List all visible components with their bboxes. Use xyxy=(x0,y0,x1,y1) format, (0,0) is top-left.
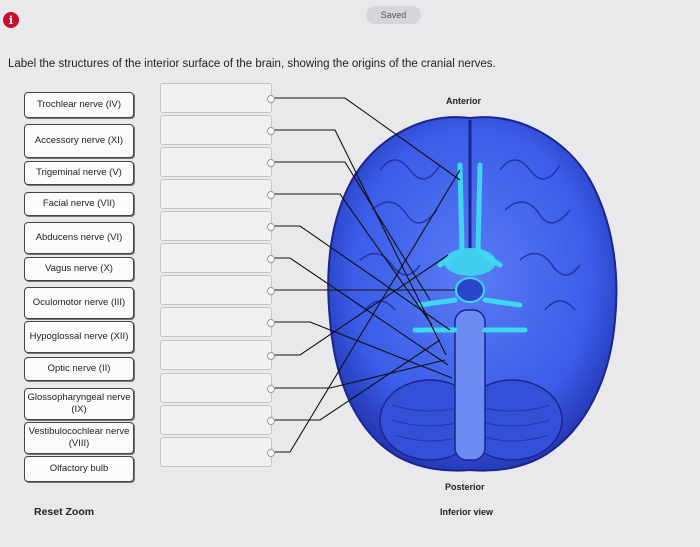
label-chip[interactable]: Hypoglossal nerve (XII) xyxy=(24,321,134,353)
drop-target[interactable] xyxy=(160,373,275,403)
label-chip[interactable]: Oculomotor nerve (III) xyxy=(24,287,134,319)
info-icon[interactable]: i xyxy=(3,12,19,28)
drop-target[interactable] xyxy=(160,307,275,337)
connector-dot xyxy=(267,287,275,295)
label-chip[interactable]: Abducens nerve (VI) xyxy=(24,222,134,254)
connector-dot xyxy=(267,159,275,167)
saved-status-badge: Saved xyxy=(366,6,421,24)
view-label: Inferior view xyxy=(440,507,494,517)
label-chip[interactable]: Trochlear nerve (IV) xyxy=(24,92,134,118)
connector-dot xyxy=(267,352,275,360)
label-chip[interactable]: Facial nerve (VII) xyxy=(24,192,134,216)
connector-dot xyxy=(267,223,275,231)
label-chip[interactable]: Vestibulocochlear nerve (VIII) xyxy=(24,422,134,454)
connector-dot xyxy=(267,319,275,327)
anterior-label: Anterior xyxy=(446,96,482,106)
label-chip[interactable]: Trigeminal nerve (V) xyxy=(24,161,134,185)
label-chip[interactable]: Glossopharyngeal nerve (IX) xyxy=(24,388,134,420)
connector-dot xyxy=(267,95,275,103)
drop-target[interactable] xyxy=(160,340,275,370)
connector-dot xyxy=(267,449,275,457)
drop-target[interactable] xyxy=(160,83,275,113)
label-chip[interactable]: Vagus nerve (X) xyxy=(24,257,134,281)
drop-target[interactable] xyxy=(160,147,275,177)
brainstem xyxy=(454,309,486,461)
drop-target[interactable] xyxy=(160,211,275,241)
drop-target[interactable] xyxy=(160,115,275,145)
connector-dot xyxy=(267,385,275,393)
drop-target[interactable] xyxy=(160,437,275,467)
drop-target[interactable] xyxy=(160,405,275,435)
connector-dot xyxy=(267,255,275,263)
leader-lines xyxy=(272,97,461,453)
posterior-label: Posterior xyxy=(445,482,485,492)
drop-target[interactable] xyxy=(160,243,275,273)
connector-dot xyxy=(267,417,275,425)
instructions-text: Label the structures of the interior sur… xyxy=(8,58,496,70)
drop-target[interactable] xyxy=(160,179,275,209)
reset-zoom-button[interactable]: Reset Zoom xyxy=(34,506,95,518)
connector-dot xyxy=(267,191,275,199)
label-chip[interactable]: Olfactory bulb xyxy=(24,456,134,482)
label-chip[interactable]: Optic nerve (II) xyxy=(24,357,134,381)
drop-target[interactable] xyxy=(160,275,275,305)
connector-dot xyxy=(267,127,275,135)
label-chip[interactable]: Accessory nerve (XI) xyxy=(24,124,134,158)
